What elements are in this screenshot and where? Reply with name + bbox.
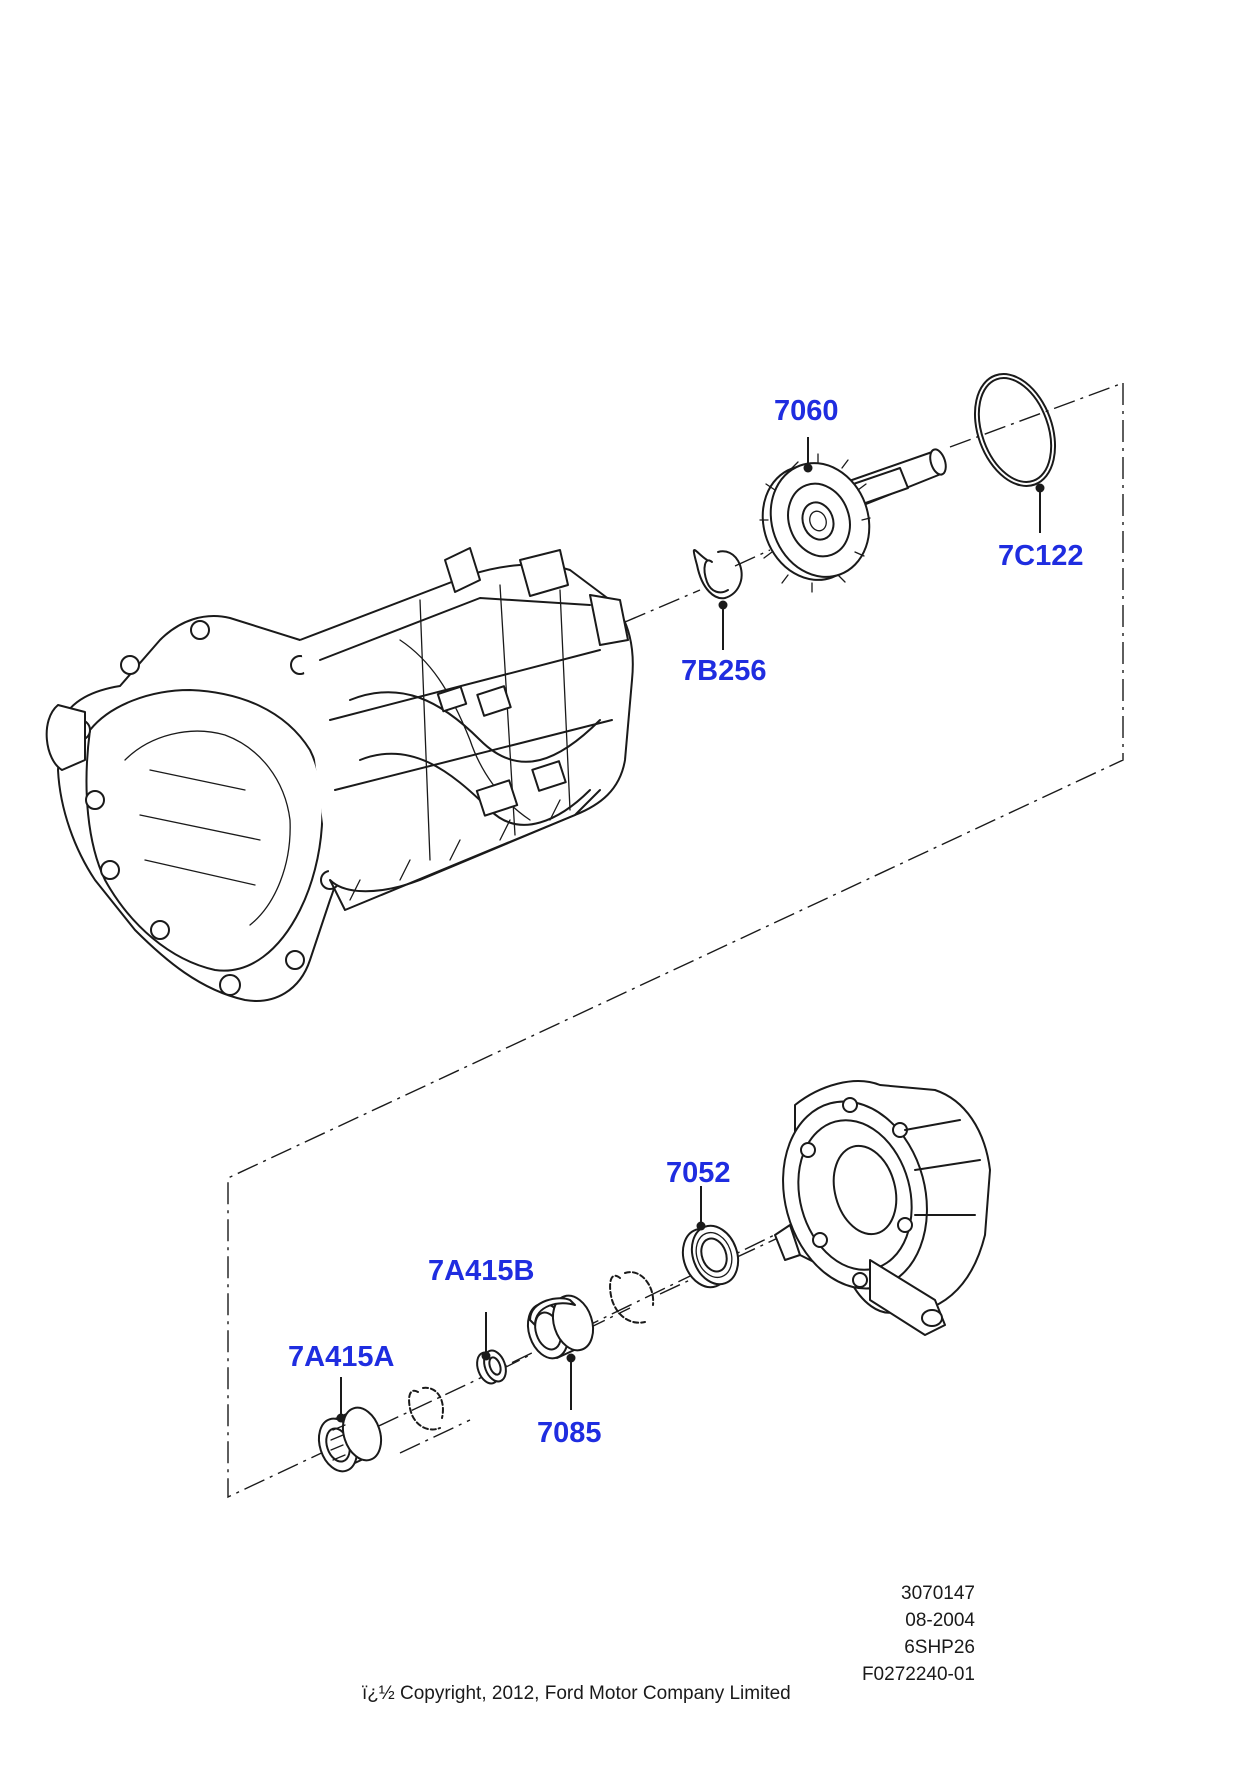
extension-housing-drawing	[774, 1080, 991, 1336]
circlip-lower-drawing	[408, 1386, 444, 1431]
circlip-upper-drawing	[609, 1271, 655, 1324]
reference-date: 08-2004	[905, 1610, 975, 1631]
callout-leaders	[336, 437, 1045, 1423]
callout-7C122: 7C122	[998, 540, 1083, 572]
callout-7A415A: 7A415A	[288, 1341, 394, 1373]
callout-7B256: 7B256	[681, 655, 766, 687]
callout-7060: 7060	[774, 395, 839, 427]
shaft-gear-7060-drawing	[759, 448, 947, 593]
sleeve-7085-drawing	[526, 1294, 595, 1360]
snap-ring-7B256-drawing	[692, 549, 743, 600]
callout-7A415B: 7A415B	[428, 1255, 534, 1287]
bearing-7A415B-drawing	[476, 1349, 507, 1385]
figure-code: F0272240-01	[861, 1664, 975, 1685]
transmission-case-drawing	[45, 547, 634, 1002]
assembly-axis-lines	[227, 382, 1124, 1499]
reference-number: 3070147	[901, 1583, 975, 1604]
drawing-reference-block: 3070147 08-2004 6SHP26 F0272240-01	[862, 1580, 975, 1688]
oil-seal-7052-drawing	[681, 1224, 740, 1289]
seal-ring-7C122-drawing	[973, 373, 1057, 487]
transmission-model: 6SHP26	[904, 1637, 975, 1658]
callout-7052: 7052	[666, 1157, 731, 1189]
bearing-7A415A-drawing	[317, 1406, 383, 1473]
callout-7085: 7085	[537, 1417, 602, 1449]
copyright-notice: ï¿½ Copyright, 2012, Ford Motor Company …	[362, 1683, 791, 1704]
